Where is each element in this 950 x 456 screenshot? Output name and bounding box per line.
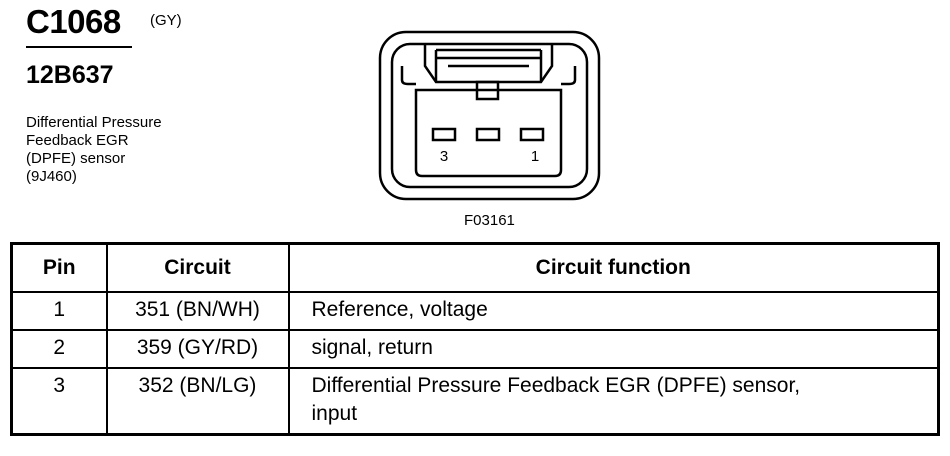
description-line: Feedback EGR bbox=[26, 132, 129, 149]
connector-outer-housing bbox=[378, 30, 601, 201]
column-header-circuit: Circuit bbox=[105, 242, 290, 293]
function-text: Reference, voltage bbox=[311, 298, 488, 321]
part-number: 12B637 bbox=[26, 61, 114, 89]
title-rule bbox=[26, 46, 132, 48]
pinout-table: Pin Circuit Circuit function 1 351 (BN/W… bbox=[10, 242, 940, 436]
color-code: (GY) bbox=[150, 12, 182, 29]
circuit-cell: 359 (GY/RD) bbox=[105, 329, 290, 369]
pin-label: 3 bbox=[440, 148, 448, 165]
circuit-cell: 352 (BN/LG) bbox=[105, 367, 290, 436]
connector-id: C1068 bbox=[26, 3, 121, 40]
table-row: 2 359 (GY/RD) signal, return bbox=[10, 329, 940, 369]
table-row: 1 351 (BN/WH) Reference, voltage bbox=[10, 291, 940, 331]
pin-label: 1 bbox=[531, 148, 539, 165]
keyway bbox=[475, 80, 500, 101]
connector-face-diagram: 3 1 bbox=[378, 30, 601, 201]
table-row: 3 352 (BN/LG) Differential Pressure Feed… bbox=[10, 367, 940, 436]
component-description: Differential Pressure Feedback EGR (DPFE… bbox=[26, 114, 226, 186]
pin-cell: 3 bbox=[10, 367, 108, 436]
figure-id: F03161 bbox=[464, 212, 515, 229]
table-header-row: Pin Circuit Circuit function bbox=[10, 242, 940, 293]
function-text: input bbox=[311, 402, 358, 425]
function-cell: Differential Pressure Feedback EGR (DPFE… bbox=[287, 367, 940, 436]
pin-cell: 2 bbox=[10, 329, 108, 369]
function-text: Differential Pressure Feedback EGR (DPFE… bbox=[311, 374, 801, 397]
column-header-circuit-function: Circuit function bbox=[287, 242, 940, 293]
terminal-pin-2 bbox=[475, 127, 501, 142]
function-cell: Reference, voltage bbox=[287, 291, 940, 331]
column-header-pin: Pin bbox=[10, 242, 108, 293]
terminal-pin-3 bbox=[431, 127, 457, 142]
terminal-pin-1 bbox=[519, 127, 545, 142]
terminal-cavity bbox=[414, 88, 563, 178]
description-line: (DPFE) sensor bbox=[26, 150, 126, 167]
pin-cell: 1 bbox=[10, 291, 108, 331]
connector-inner-housing bbox=[390, 42, 589, 189]
description-line: (9J460) bbox=[26, 168, 77, 185]
function-cell: signal, return bbox=[287, 329, 940, 369]
description-line: Differential Pressure bbox=[26, 114, 162, 131]
circuit-cell: 351 (BN/WH) bbox=[105, 291, 290, 331]
function-text: signal, return bbox=[311, 336, 433, 359]
